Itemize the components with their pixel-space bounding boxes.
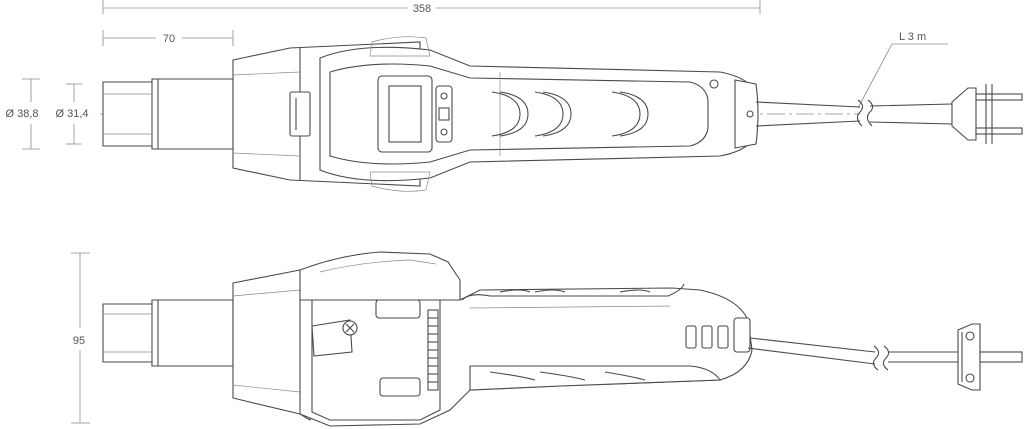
dimension-inner-diameter: Ø 31,4 [55, 83, 89, 145]
side-screw-panel [311, 319, 353, 357]
top-control-buttons [435, 85, 453, 143]
top-plug [951, 84, 1023, 144]
side-nozzle [102, 299, 234, 367]
cable-length-label: L 3 m [899, 31, 926, 43]
inner-diameter-label: Ø 31,4 [55, 108, 88, 120]
dimension-cable-length: L 3 m [857, 31, 948, 109]
side-lower-slot [379, 377, 421, 397]
top-cable [755, 101, 861, 127]
height-label: 95 [73, 335, 85, 347]
side-upper-slot [375, 299, 421, 319]
outer-diameter-label: Ø 38,8 [5, 108, 38, 120]
side-rear-vents [685, 317, 751, 353]
top-nozzle [102, 78, 234, 150]
side-cable [747, 337, 876, 365]
dimension-overall-length: 358 [102, 0, 761, 15]
side-front-housing [232, 267, 311, 421]
dimension-nozzle-length: 70 [102, 30, 234, 46]
side-top-hump [299, 251, 461, 301]
side-handle-line [461, 283, 685, 301]
side-plug [957, 323, 1023, 391]
side-view [102, 251, 1023, 427]
top-grip-ribs [491, 91, 649, 137]
dimension-height: 95 [71, 252, 90, 424]
side-lower-grip [469, 365, 722, 391]
overall-length-label: 358 [413, 3, 431, 15]
top-front-clip [289, 91, 311, 137]
nozzle-length-label: 70 [163, 33, 175, 45]
side-vent [427, 309, 439, 391]
side-main-body [299, 287, 753, 427]
top-view [100, 36, 1023, 192]
top-display-screen [388, 85, 422, 143]
dimension-outer-diameter: Ø 38,8 [5, 78, 40, 150]
